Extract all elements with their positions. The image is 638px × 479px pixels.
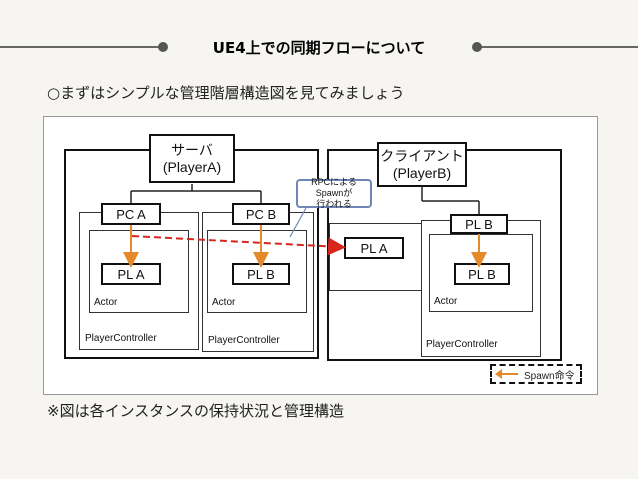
legend-label: Spawn命令 <box>524 370 575 382</box>
actor-b-label: Actor <box>212 297 236 308</box>
actor-a-label: Actor <box>94 297 118 308</box>
title-left-dot <box>158 42 168 52</box>
client-tree-lines <box>421 187 480 214</box>
replication-arrow <box>131 235 346 256</box>
player-controller-b-label: PlayerController <box>208 335 280 346</box>
rpc-callout-line2: 行われる <box>316 199 352 209</box>
rpc-callout: RPCによるSpawnが 行われる <box>296 177 372 209</box>
intro-text: ○まずはシンプルな管理階層構造図を見てみましょう <box>47 84 405 102</box>
page-title: UE4上での同期フローについて <box>212 39 426 57</box>
client-label: クライアント <box>380 147 464 164</box>
title-left-line <box>0 46 160 48</box>
player-controller-a-label: PlayerController <box>85 333 157 344</box>
footer-note: ※図は各インスタンスの保持状況と管理構造 <box>47 402 344 420</box>
title-bar: UE4上での同期フローについて <box>0 32 638 62</box>
server-box: サーバ (PlayerA) <box>149 134 235 183</box>
rpc-callout-line1: RPCによるSpawnが <box>311 177 357 198</box>
legend: Spawn命令 <box>490 364 582 384</box>
client-box: クライアント (PlayerB) <box>377 142 467 187</box>
diagram-panel: サーバ (PlayerA) クライアント (PlayerB) PlayerCon… <box>43 116 598 395</box>
pc-a-box: PC A <box>101 203 161 225</box>
pl-a-box: PL A <box>101 263 161 285</box>
client-pl-a-box: PL A <box>344 237 404 259</box>
client-actor-b-label: Actor <box>434 296 458 307</box>
client-pl-b-top-box: PL B <box>450 214 508 234</box>
server-player-label: (PlayerA) <box>162 158 222 175</box>
server-tree-lines <box>130 184 262 203</box>
diagram-connectors <box>123 184 487 268</box>
client-player-controller-label: PlayerController <box>426 339 498 350</box>
client-player-label: (PlayerB) <box>392 164 452 181</box>
callout-pointer <box>289 207 307 238</box>
pc-b-box: PC B <box>232 203 290 225</box>
title-right-dot <box>472 42 482 52</box>
server-label: サーバ <box>171 141 213 158</box>
title-right-line <box>478 46 638 48</box>
legend-arrow-icon <box>495 369 518 379</box>
